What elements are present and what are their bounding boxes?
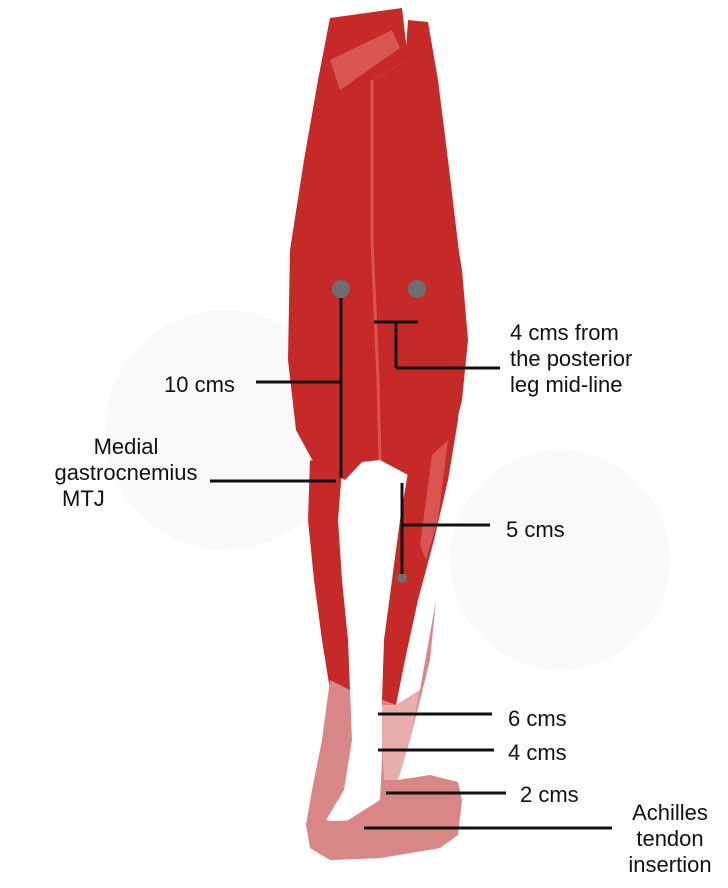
posterior-midline-line-3: leg mid-line	[510, 372, 632, 398]
lateral-gastrocnemius	[372, 60, 468, 475]
ten-cms-label: 10 cms	[164, 372, 235, 398]
five-cms-label: 5 cms	[506, 517, 565, 543]
lateral-point-marker	[408, 280, 426, 298]
achilles-line-1: Achilles	[612, 800, 728, 826]
posterior-midline-line-1: 4 cms from	[510, 320, 632, 346]
achilles-line-3: insertion	[612, 852, 728, 878]
achilles-insertion-label: Achilles tendon insertion	[612, 800, 728, 878]
medial-point-marker	[332, 280, 350, 298]
six-cms-label: 6 cms	[508, 706, 567, 732]
posterior-midline-line-2: the posterior	[510, 346, 632, 372]
medial-soleus-strip	[308, 460, 350, 690]
soleus-point-marker	[397, 573, 407, 583]
medial-mtj-line-3: MTJ	[46, 486, 206, 512]
posterior-midline-label: 4 cms from the posterior leg mid-line	[510, 320, 632, 398]
two-cms-label: 2 cms	[520, 782, 579, 808]
four-cms-label: 4 cms	[508, 740, 567, 766]
medial-mtj-line-2: gastrocnemius	[46, 460, 206, 486]
medial-mtj-line-1: Medial	[46, 434, 206, 460]
medial-mtj-label: Medial gastrocnemius MTJ	[46, 434, 206, 512]
achilles-line-2: tendon	[612, 826, 728, 852]
